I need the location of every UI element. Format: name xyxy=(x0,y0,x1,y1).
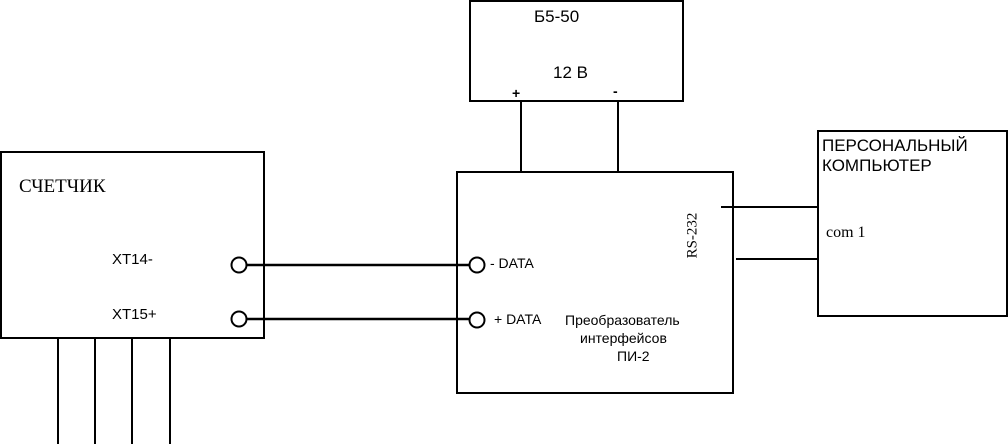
computer-title-line-1: ПЕРСОНАЛЬНЫЙ xyxy=(822,136,968,155)
computer-box xyxy=(817,130,1008,317)
converter-data-plus-label: + DATA xyxy=(494,311,542,327)
converter-name-line-2: интерфейсов xyxy=(580,330,667,346)
rs232-label: RS-232 xyxy=(684,212,701,259)
converter-box xyxy=(456,171,734,394)
computer-title-line-2: КОМПЬЮТЕР xyxy=(822,156,932,175)
terminal-data-minus xyxy=(468,256,486,274)
converter-name-line-3: ПИ-2 xyxy=(617,348,650,364)
power-supply-box xyxy=(469,0,684,102)
computer-port-label: com 1 xyxy=(826,224,866,241)
terminal-data-plus xyxy=(468,311,486,329)
converter-data-minus-label: - DATA xyxy=(490,255,534,271)
counter-title: СЧЕТЧИК xyxy=(19,176,106,197)
terminal-xt14 xyxy=(230,256,248,274)
power-supply-title: Б5-50 xyxy=(534,7,580,26)
power-supply-voltage: 12 В xyxy=(553,63,588,82)
converter-name-line-1: Преобразователь xyxy=(565,312,680,328)
counter-terminal-xt14-label: XT14- xyxy=(112,251,153,268)
counter-terminal-xt15-label: XT15+ xyxy=(112,306,157,323)
power-plus-label: + xyxy=(512,85,521,101)
power-minus-label: - xyxy=(613,83,618,99)
terminal-xt15 xyxy=(230,310,248,328)
